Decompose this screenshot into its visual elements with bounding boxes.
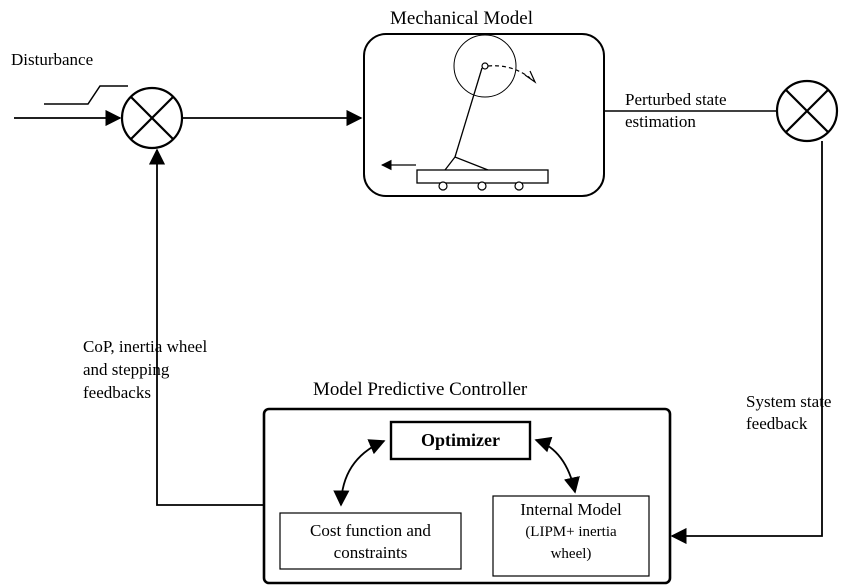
optimizer-box — [389, 420, 532, 461]
internal-model-label-line1: Internal Model — [520, 500, 622, 519]
summing-junction-right — [775, 79, 839, 143]
feedback-left-label-line3: feedbacks — [83, 383, 151, 402]
system-state-feedback-path — [670, 141, 823, 545]
perturbed-state-label-line2: estimation — [625, 112, 696, 131]
feedback-left-label-line2: and stepping — [83, 360, 170, 379]
disturbance-label: Disturbance — [11, 50, 94, 69]
internal-model-label-line3: wheel) — [550, 546, 592, 562]
mechanical-model-box — [363, 33, 605, 197]
mpc-title: Model Predictive Controller — [313, 379, 528, 400]
internal-model-box — [492, 495, 650, 577]
cost-function-box — [279, 512, 462, 570]
system-state-label-line1: System state — [746, 392, 832, 411]
step-signal-icon — [44, 85, 128, 105]
optimizer-label: Optimizer — [421, 430, 500, 450]
cost-function-label-line2: constraints — [333, 543, 408, 562]
internal-model-label-line2: (LIPM+ inertia — [525, 524, 617, 540]
system-state-label-line2: feedback — [746, 414, 808, 433]
summing-junction-left — [120, 86, 184, 150]
inverted-pendulum-drawing — [380, 34, 549, 191]
cost-function-label-line1: Cost function and — [310, 521, 431, 540]
internal-optimizer-arrow — [534, 436, 580, 494]
perturbed-state-label-line1: Perturbed state — [625, 90, 727, 109]
cost-optimizer-arrow — [333, 439, 386, 507]
mechanical-model-title: Mechanical Model — [390, 8, 533, 29]
feedback-left-label-line1: CoP, inertia wheel — [83, 337, 208, 356]
controller-feedback-path — [148, 148, 264, 506]
